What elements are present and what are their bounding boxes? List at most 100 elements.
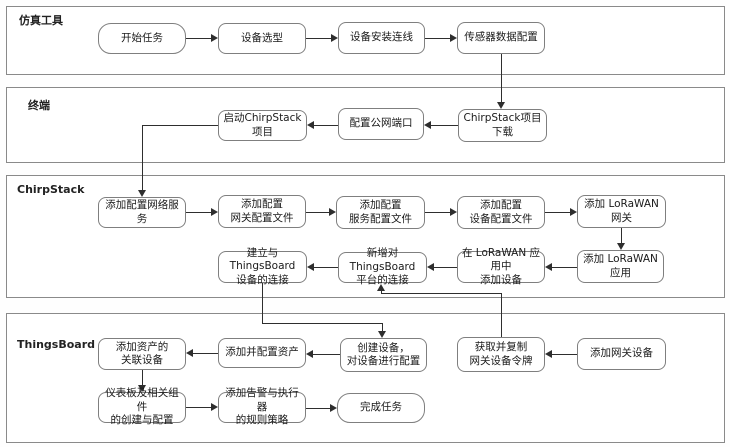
node-label: 添加配置 网关配置文件 [230,198,294,224]
connector-line [621,228,622,243]
node-finish-task: 完成任务 [337,393,425,423]
node-label: 添加网关设备 [590,347,653,360]
node-add-configure-asset: 添加并配置资产 [218,338,306,368]
connector-line [186,407,211,408]
connector-line [381,291,382,294]
node-launch-chirpstack: 启动ChirpStack项目 [218,110,307,141]
node-label: 开始任务 [121,31,163,44]
lane-label-chirpstack: ChirpStack [17,183,85,196]
connector-line [306,408,330,409]
connector-line [313,354,340,355]
node-add-gateway-device: 添加网关设备 [577,338,666,370]
node-label: 添加配置 服务配置文件 [349,199,412,225]
connector-line [552,267,577,268]
node-label: 在 LoRaWAN 应用中 添加设备 [461,246,541,286]
lane-terminal: 终端 [6,87,725,163]
arrowhead-down-icon [378,331,386,338]
node-label: 建立与ThingsBoard 设备的连接 [229,246,296,286]
arrowhead-left-icon [545,263,552,271]
node-create-configure-device: 创建设备， 对设备进行配置 [340,338,427,372]
arrowhead-left-icon [306,350,313,358]
node-add-lorawan-application: 添加 LoRaWAN 应用 [577,250,664,283]
node-label: 传感器数据配置 [464,31,538,44]
connector-line [262,283,263,323]
node-new-thingsboard-connection: 新增对ThingsBoard 平台的连接 [338,247,427,286]
node-dashboard-components: 仪表板及相关组件 的创建与配置 [98,387,186,426]
node-chirpstack-download: ChirpStack项目下载 [458,109,547,142]
arrowhead-right-icon [211,208,218,216]
arrowhead-right-icon [450,208,457,216]
connector-line [186,212,211,213]
node-label: ChirpStack项目下载 [463,112,542,138]
arrowhead-right-icon [570,208,577,216]
connector-line [552,354,577,355]
connector-line [545,212,570,213]
connector-line [306,212,329,213]
arrowhead-left-icon [307,263,314,271]
node-device-config-file: 添加配置 设备配置文件 [457,196,545,229]
node-label: 添加配置 设备配置文件 [469,199,533,225]
node-label: 设备安装连线 [350,31,413,44]
node-label: 新增对ThingsBoard 平台的连接 [349,247,416,287]
node-alarm-actuator-rules: 添加告警与执行器 的规则策略 [218,387,306,426]
node-label: 添加 LoRaWAN 应用 [583,253,658,279]
lane-label-terminal: 终端 [28,99,50,112]
node-label: 启动ChirpStack项目 [223,112,302,138]
connector-line [501,294,502,337]
lane-label-simulation-tool: 仿真工具 [19,14,63,27]
arrowhead-left-icon [427,263,434,271]
connector-line [142,125,218,126]
connector-line [262,323,383,324]
arrowhead-right-icon [329,208,336,216]
node-add-lorawan-gateway: 添加 LoRaWAN 网关 [577,195,666,228]
node-label: 添加资产的 关联设备 [115,340,169,366]
connector-line [314,125,338,126]
connector-line [431,125,458,126]
connector-line [501,54,502,102]
node-start-task: 开始任务 [98,23,186,54]
node-label: 创建设备， 对设备进行配置 [346,341,421,367]
node-device-selection: 设备选型 [218,23,306,54]
connector-line [425,38,450,39]
connector-line [381,293,502,294]
node-label: 添加并配置资产 [225,346,299,359]
node-copy-gateway-token: 获取并复制 网关设备令牌 [457,337,545,372]
connector-line [314,267,338,268]
node-sensor-data-config: 传感器数据配置 [457,22,545,54]
arrowhead-right-icon [211,403,218,411]
arrowhead-down-icon [138,385,146,392]
arrowhead-right-icon [331,34,338,42]
arrowhead-left-icon [307,121,314,129]
connector-line [193,353,218,354]
arrowhead-right-icon [450,34,457,42]
node-device-install-wiring: 设备安装连线 [338,22,425,54]
connector-line [142,125,143,190]
connector-line [434,267,457,268]
node-label: 获取并复制 网关设备令牌 [469,341,533,367]
connector-line [186,38,211,39]
node-label: 设备选型 [241,31,283,44]
connector-line [306,38,331,39]
arrowhead-down-icon [497,102,505,109]
node-asset-associated-devices: 添加资产的 关联设备 [98,338,186,370]
node-label: 配置公网端口 [349,117,413,130]
node-label: 添加配置网络服务 [105,199,179,225]
connector-line [425,212,450,213]
node-label: 添加 LoRaWAN 网关 [584,198,659,224]
connector-line [382,323,383,331]
node-add-device-in-application: 在 LoRaWAN 应用中 添加设备 [457,247,545,286]
node-public-port-config: 配置公网端口 [338,108,424,140]
node-service-config-file: 添加配置 服务配置文件 [336,196,425,229]
arrowhead-left-icon [545,350,552,358]
arrowhead-right-icon [330,404,337,412]
node-link-thingsboard-device: 建立与ThingsBoard 设备的连接 [218,247,307,286]
node-label: 添加告警与执行器 的规则策略 [225,387,299,427]
arrowhead-right-icon [211,34,218,42]
node-network-service-config: 添加配置网络服务 [98,197,186,228]
node-label: 仪表板及相关组件 的创建与配置 [105,387,179,427]
arrowhead-up-icon [377,284,385,291]
connector-line [142,370,143,385]
node-label: 完成任务 [360,401,402,414]
arrowhead-left-icon [424,121,431,129]
